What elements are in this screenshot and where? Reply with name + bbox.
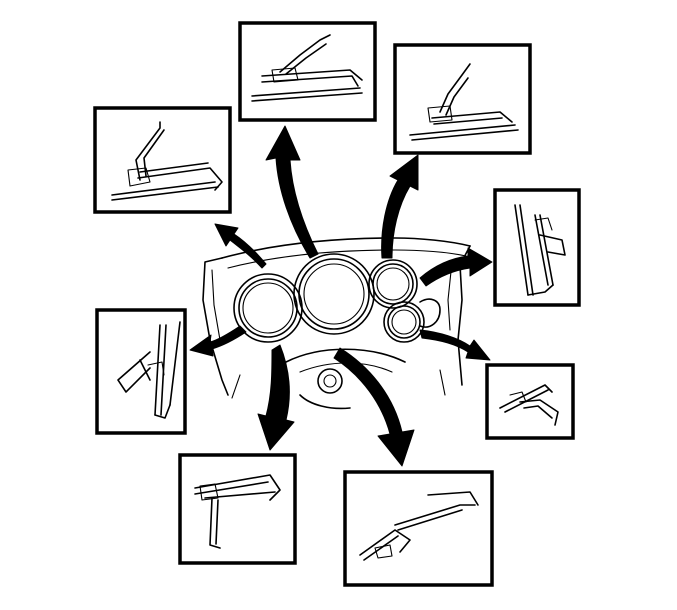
retaining-clip-icon	[251, 34, 363, 102]
retaining-clip-icon	[359, 491, 479, 561]
retaining-clip-icon	[514, 204, 566, 296]
direction-arrow-icon	[419, 329, 491, 361]
retaining-clip-icon	[194, 474, 281, 549]
clip-top-left	[93, 106, 232, 214]
clip-bottom-right	[343, 470, 494, 587]
clip-top-center	[238, 21, 377, 122]
clip-right-lower	[485, 363, 575, 440]
direction-arrow-icon	[333, 347, 415, 467]
direction-arrow-icon	[214, 223, 267, 269]
clip-right-upper	[493, 188, 581, 307]
retaining-clip-icon	[409, 63, 519, 141]
retaining-clip-icon	[499, 384, 559, 426]
direction-arrow-icon	[419, 247, 493, 287]
clip-bottom-left	[178, 453, 297, 565]
clip-top-right	[393, 43, 532, 155]
clip-left-middle	[95, 308, 187, 435]
direction-arrow-icon	[257, 344, 295, 451]
direction-arrow-icon	[265, 125, 319, 259]
retaining-clip-icon	[117, 321, 181, 419]
direction-arrow-icon	[381, 154, 419, 259]
retaining-clip-icon	[111, 121, 223, 201]
direction-arrow-icon	[189, 325, 247, 357]
instrument-cluster-bezel-icon	[202, 237, 471, 410]
